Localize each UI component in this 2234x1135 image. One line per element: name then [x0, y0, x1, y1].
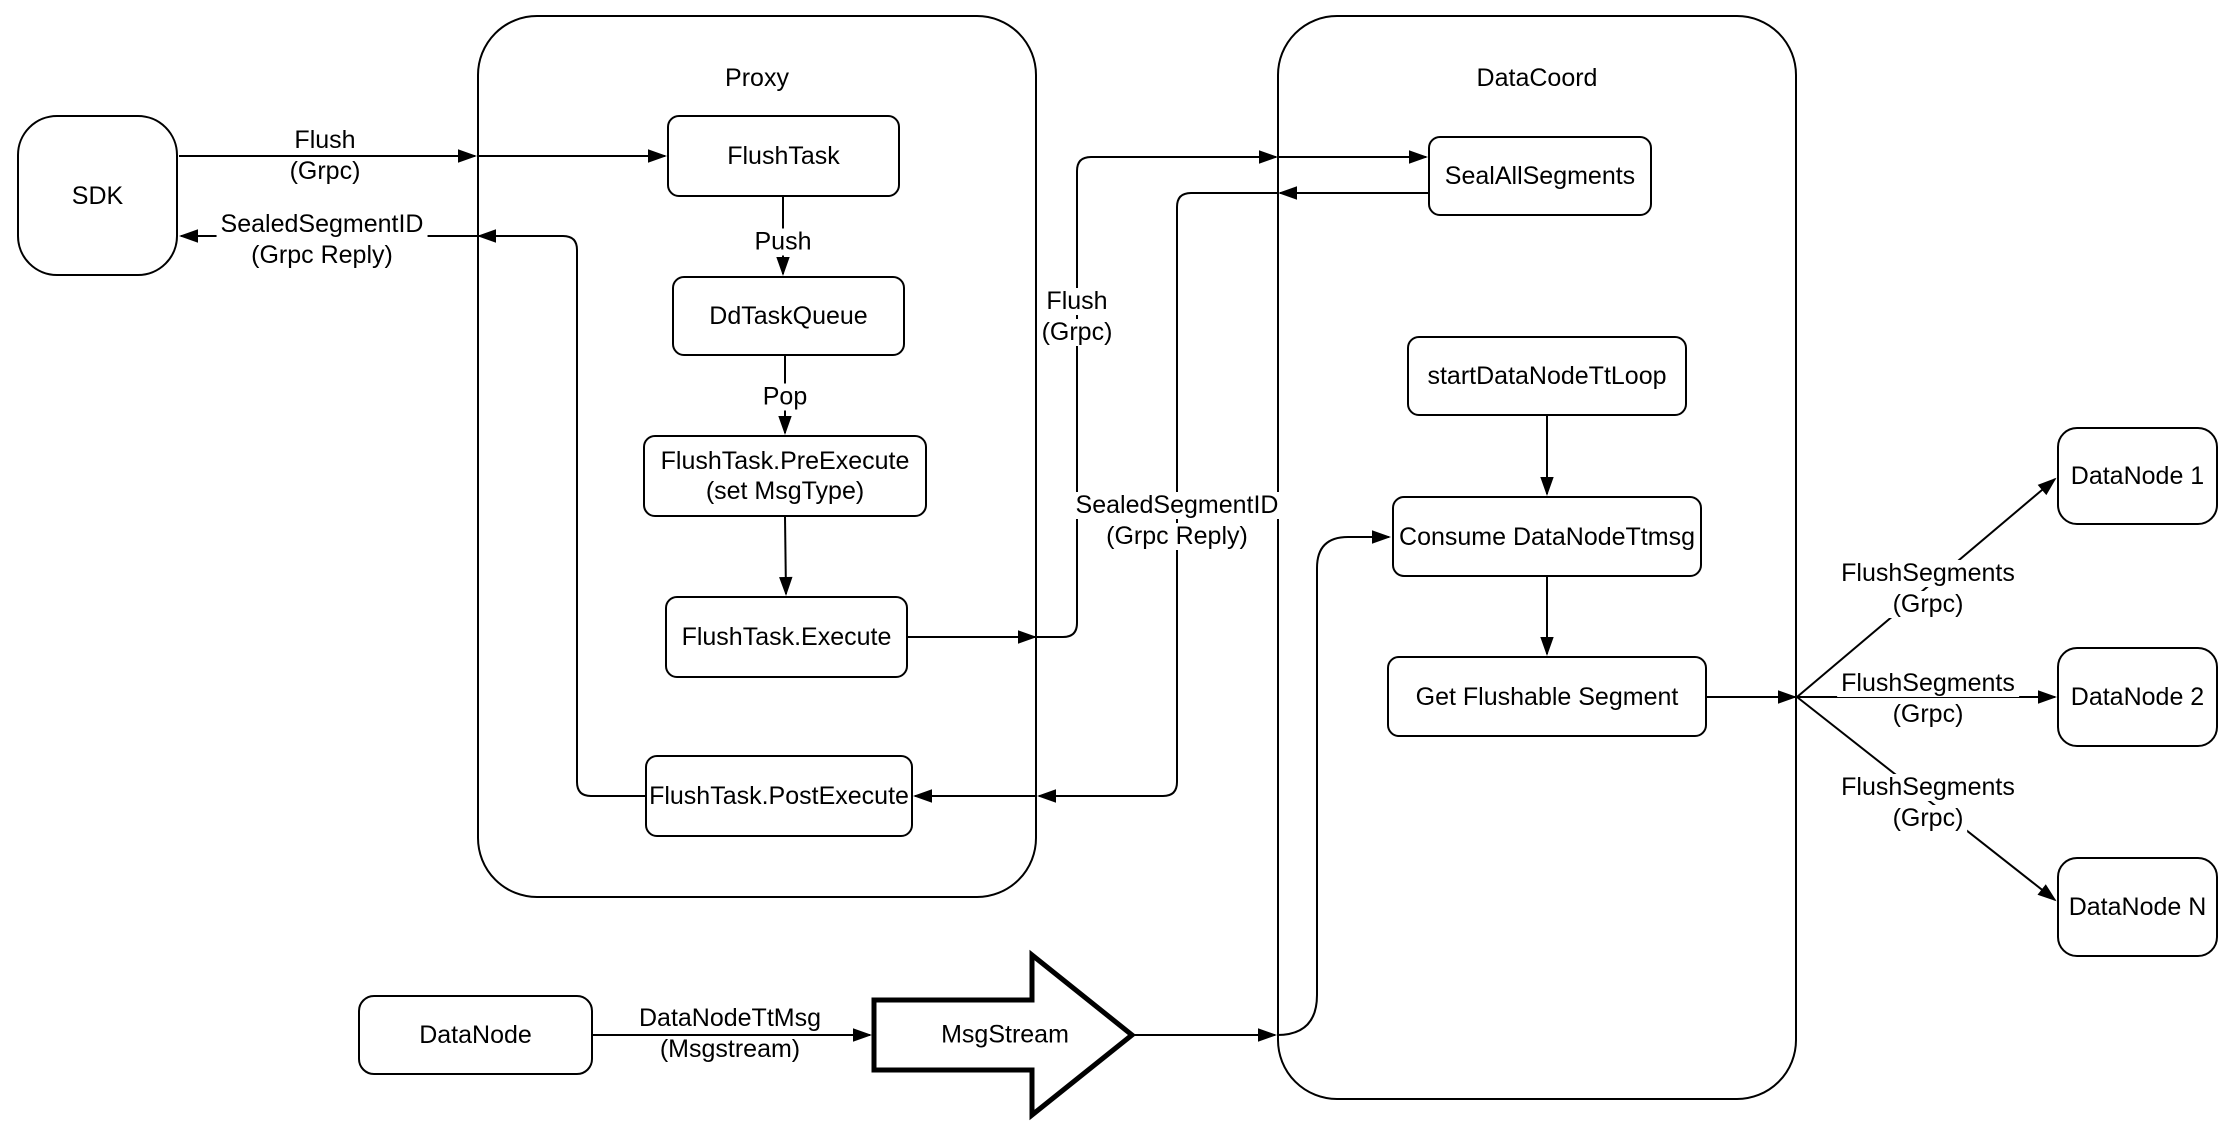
datanoden-node: DataNode N — [2057, 857, 2218, 957]
msgstream-label: MsgStream — [941, 1020, 1069, 1049]
edge-preexecute-to-execute — [779, 516, 793, 597]
get-flushable-segment-node: Get Flushable Segment — [1387, 656, 1707, 737]
edge-fan-to-datanode1 — [1796, 477, 2057, 698]
flushtask-node: FlushTask — [667, 115, 900, 197]
proxy-title: Proxy — [725, 64, 789, 92]
edge-label-sealedsegmentid-mid: SealedSegmentID (Grpc Reply) — [1071, 492, 1283, 550]
flushtask-preexecute-node: FlushTask.PreExecute (set MsgType) — [643, 435, 927, 517]
consume-datanodettmsg-node: Consume DataNodeTtmsg — [1392, 496, 1702, 577]
datanode2-node: DataNode 2 — [2057, 647, 2218, 747]
edge-label-flush-grpc-mid: Flush (Grpc) — [1037, 288, 1117, 346]
datanode-bottom-node: DataNode — [358, 995, 593, 1075]
datanode1-node: DataNode 1 — [2057, 427, 2218, 525]
edge-label-pop: Pop — [758, 383, 812, 411]
preexecute-line2: (set MsgType) — [705, 477, 865, 505]
proxy-container — [477, 15, 1037, 898]
flushtask-execute-node: FlushTask.Execute — [665, 596, 908, 678]
edge-label-flushsegments-1: FlushSegments (Grpc) — [1837, 560, 2019, 618]
edge-msgstream-riser-to-consume — [1276, 530, 1392, 1036]
startdatanodettloop-node: startDataNodeTtLoop — [1407, 336, 1687, 416]
edge-label-sealedsegmentid-sdk: SealedSegmentID (Grpc Reply) — [216, 211, 428, 269]
flushtask-postexecute-node: FlushTask.PostExecute — [645, 755, 913, 837]
edge-label-flushsegments-2: FlushSegments (Grpc) — [1837, 670, 2019, 728]
edge-label-flush-grpc-sdk: Flush (Grpc) — [285, 127, 365, 185]
datacoord-container — [1277, 15, 1797, 1100]
edge-flush-riser — [1037, 150, 1279, 638]
preexecute-line1: FlushTask.PreExecute — [660, 447, 910, 475]
edge-label-datanodettmsg: DataNodeTtMsg (Msgstream) — [634, 1005, 826, 1063]
edge-label-push: Push — [750, 228, 816, 256]
edge-label-flushsegments-3: FlushSegments (Grpc) — [1837, 774, 2019, 832]
edge-postexecute-to-proxy-edge — [476, 229, 645, 797]
ddtaskqueue-node: DdTaskQueue — [672, 276, 905, 356]
sdk-node: SDK — [17, 115, 178, 276]
msgstream-arrow-shape — [871, 949, 1137, 1121]
sealallsegments-node: SealAllSegments — [1428, 136, 1652, 216]
datacoord-title: DataCoord — [1476, 64, 1598, 92]
